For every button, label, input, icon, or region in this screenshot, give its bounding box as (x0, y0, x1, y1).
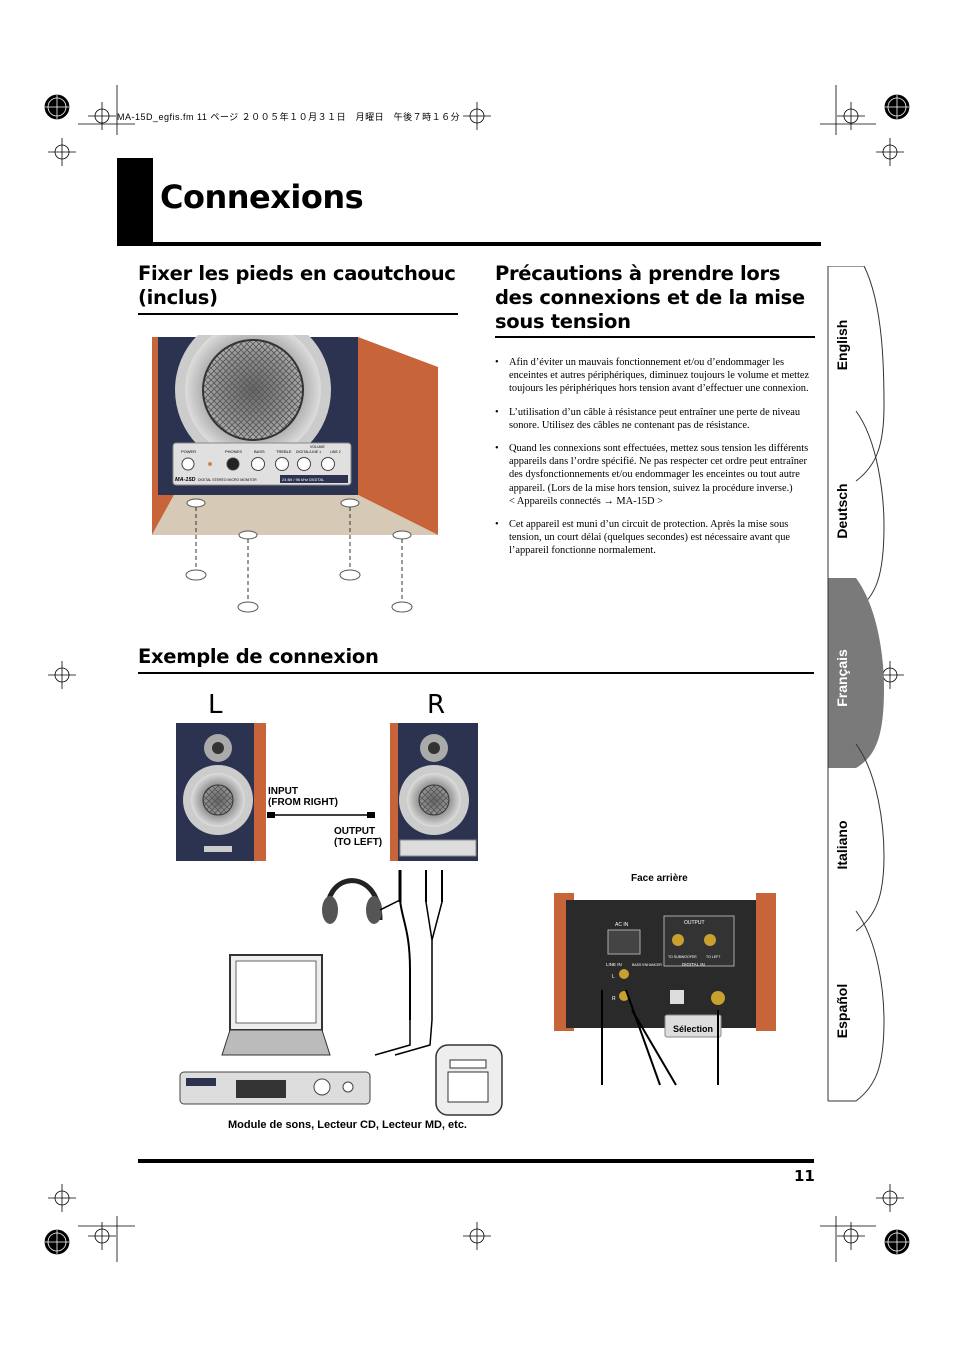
crosshair-icon (876, 138, 904, 166)
footer-rule (138, 1159, 814, 1163)
left-speaker (176, 723, 266, 861)
rear-label-line-in: LINE IN (606, 962, 622, 967)
power-on-sequence: < Appareils connectés → MA-15D > (509, 495, 663, 507)
reg-mark-icon (44, 94, 70, 120)
label-power: POWER (181, 449, 196, 454)
speaker-feet-illustration: POWER PHONES BASS TREBLE VOLUME DIGITAL/… (152, 335, 438, 613)
crosshair-icon (48, 138, 76, 166)
model-label: MA-15D (175, 477, 196, 483)
sound-module (179, 1071, 371, 1105)
output-label-2: (TO LEFT) (334, 837, 383, 848)
precautions-list: Afin d’éviter un mauvais fonctionnement … (495, 356, 815, 568)
title-rule (117, 242, 821, 246)
feet-heading: Fixer les pieds en caoutchouc (inclus) (138, 262, 456, 309)
right-speaker (390, 723, 478, 861)
rear-view-label: Face arrière (631, 873, 688, 884)
label-line2: LINE 2 (330, 450, 341, 454)
selection-label: Sélection (673, 1024, 714, 1034)
laptop (221, 954, 331, 1056)
crosshair-icon (88, 102, 116, 130)
label-r: R (427, 690, 446, 720)
model-badge: 24 Bit / 96 kHz DIGITAL (282, 477, 325, 482)
title-block (117, 158, 153, 244)
input-label-1: INPUT (268, 786, 298, 797)
list-item: L’utilisation d’un câble à résistance pe… (495, 406, 815, 432)
print-header: MA-15D_egfis.fm 11 ページ ２００５年１０月３１日 月曜日 午… (117, 112, 461, 122)
list-item: Cet appareil est muni d’un circuit de pr… (495, 518, 815, 558)
label-volume: VOLUME (310, 445, 325, 449)
label-bass: BASS (254, 449, 265, 454)
precautions-heading-rule (495, 336, 815, 338)
sources-caption: Module de sons, Lecteur CD, Lecteur MD, … (228, 1119, 467, 1131)
rear-label-digital-in: DIGITAL IN (682, 962, 705, 967)
rear-label-bass-enhancer: BASS ENHANCER (632, 963, 662, 967)
rear-label-output: OUTPUT (684, 920, 705, 926)
page-title: Connexions (160, 178, 364, 216)
tab-francais[interactable]: Français (834, 649, 850, 707)
label-l: L (208, 690, 223, 720)
tab-deutsch[interactable]: Deutsch (834, 483, 850, 539)
tab-italiano[interactable]: Italiano (834, 820, 850, 870)
label-phones: PHONES (225, 449, 242, 454)
crosshair-icon (876, 1184, 904, 1212)
connection-diagram: AC IN OUTPUT TO SUBWOOFER TO LEFT LINE I… (176, 723, 776, 1116)
crosshair-icon (463, 102, 491, 130)
crosshair-icon (837, 1222, 865, 1250)
label-treble: TREBLE (276, 449, 292, 454)
example-heading-rule (138, 672, 814, 674)
reg-mark-icon (884, 1229, 910, 1255)
crosshair-icon (837, 102, 865, 130)
feet-heading-rule (138, 313, 458, 315)
output-label-1: OUTPUT (334, 826, 376, 837)
crosshair-icon (463, 1222, 491, 1250)
rear-label-r: R (612, 996, 616, 1002)
tab-espanol[interactable]: Español (834, 983, 850, 1039)
input-label-2: (FROM RIGHT) (268, 797, 338, 808)
crosshair-icon (48, 1184, 76, 1212)
label-digital-line: DIGITAL/LINE 1 (296, 450, 321, 454)
crosshair-icon (48, 661, 76, 689)
rear-label-subwoofer: TO SUBWOOFER (668, 955, 697, 959)
precautions-heading: Précautions à prendre lors des connexion… (495, 262, 805, 333)
rear-label-l: L (612, 974, 615, 980)
list-item: Afin d’éviter un mauvais fonctionnement … (495, 356, 815, 396)
rear-label-ac-in: AC IN (615, 922, 629, 928)
reg-mark-icon (884, 94, 910, 120)
crosshair-icon (88, 1222, 116, 1250)
reg-mark-icon (44, 1229, 70, 1255)
md-player (435, 1044, 503, 1116)
tab-english[interactable]: English (834, 319, 850, 371)
model-subtitle: DIGITAL STEREO MICRO MONITOR (198, 478, 257, 482)
example-heading: Exemple de connexion (138, 645, 379, 668)
page-number: 11 (794, 1167, 815, 1185)
rear-panel: AC IN OUTPUT TO SUBWOOFER TO LEFT LINE I… (554, 893, 776, 1086)
list-item: Quand les connexions sont effectuées, me… (495, 442, 815, 495)
language-tabs (827, 266, 885, 1102)
rear-label-to-left: TO LEFT (706, 955, 721, 959)
